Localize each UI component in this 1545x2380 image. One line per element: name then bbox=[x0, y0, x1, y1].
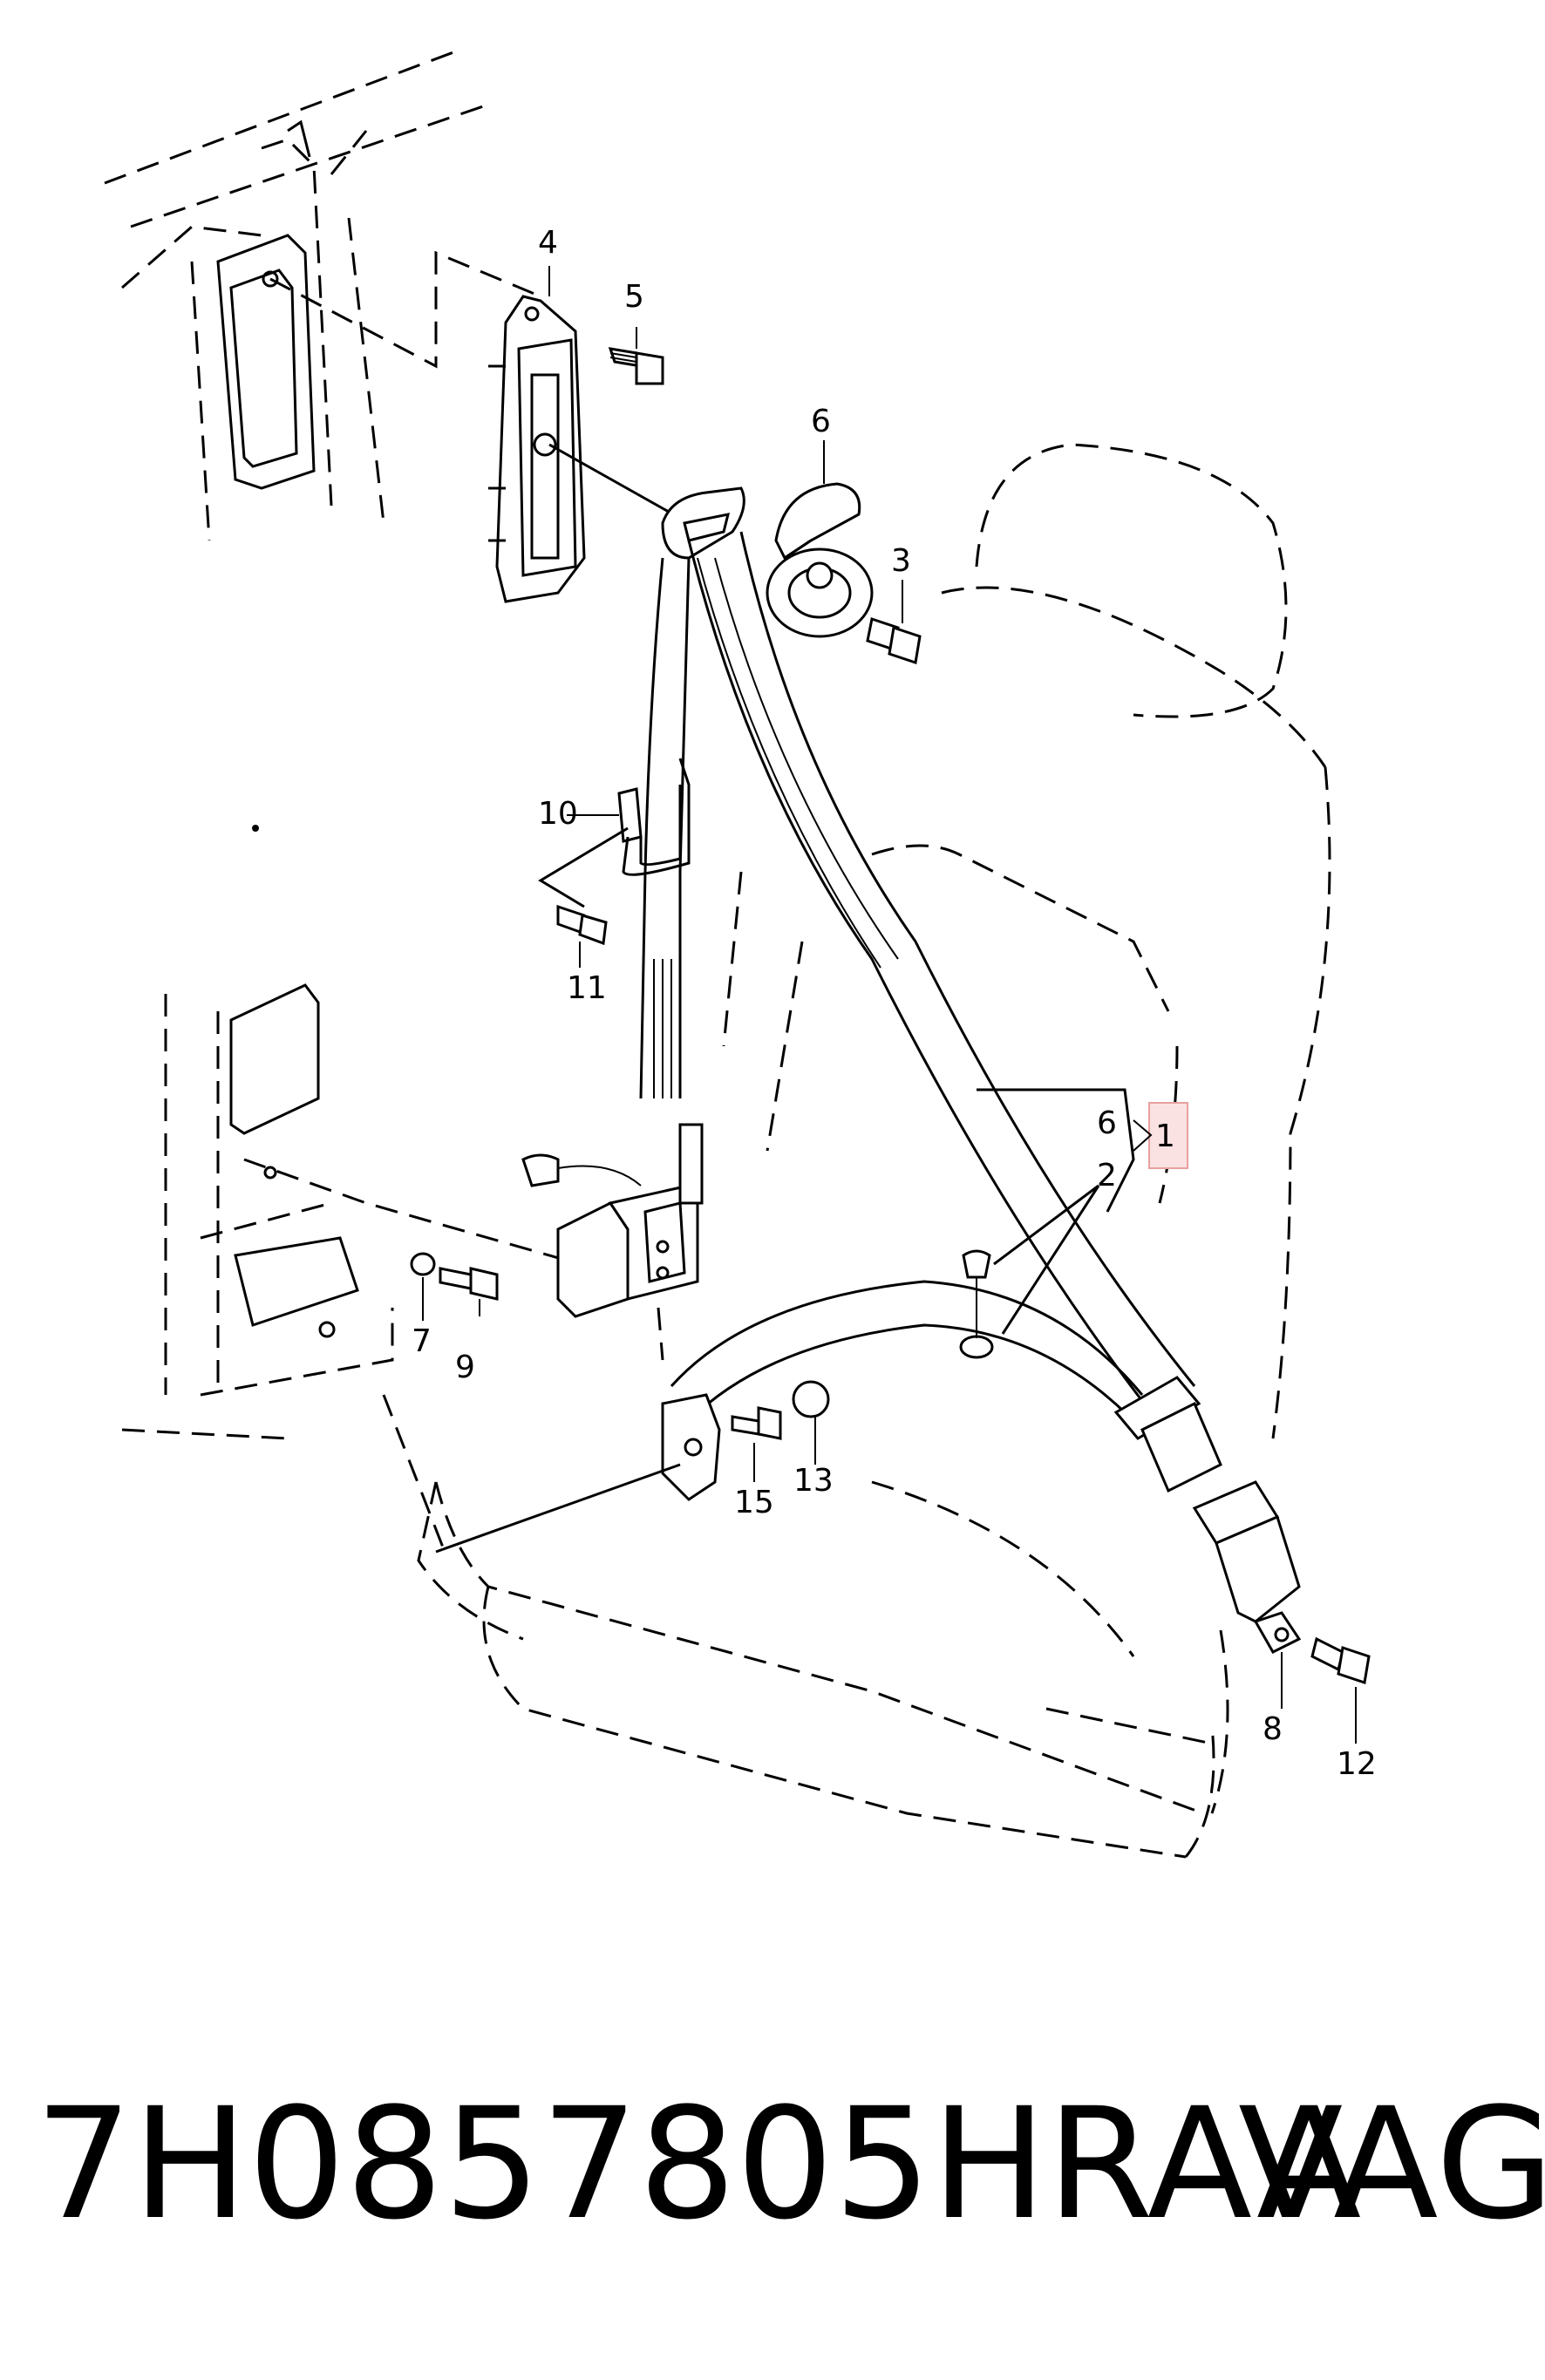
height-adjuster bbox=[488, 295, 586, 603]
belt-deflector-guide bbox=[661, 486, 745, 560]
guide-bracket-8 bbox=[617, 758, 691, 876]
callout-13: 13 bbox=[793, 1463, 834, 1499]
callout-7: 7 bbox=[412, 1323, 432, 1359]
brand-name: VAG bbox=[1238, 2075, 1545, 2254]
bolt-5 bbox=[608, 347, 664, 385]
lower-body-sill bbox=[121, 983, 672, 1440]
callout-6-top: 6 bbox=[811, 404, 831, 439]
screw-9 bbox=[556, 904, 608, 946]
rivet-2b bbox=[959, 1303, 994, 1359]
washer-7 bbox=[410, 1252, 436, 1276]
b-pillar-panel bbox=[104, 51, 489, 541]
callout-8: 10 bbox=[538, 796, 578, 832]
callout-leaders bbox=[422, 266, 1357, 1744]
lap-belt bbox=[670, 1280, 1144, 1423]
vertical-belt bbox=[639, 557, 691, 1099]
leader-rivets bbox=[993, 1184, 1100, 1335]
leader-bracket bbox=[538, 826, 629, 908]
rivet-2a bbox=[962, 1249, 991, 1303]
callout-3: 3 bbox=[891, 543, 911, 579]
anchor-plate bbox=[766, 547, 874, 638]
seat-outline bbox=[417, 443, 1331, 1859]
cap-13 bbox=[792, 1380, 830, 1418]
callout-6-side: 6 bbox=[1097, 1105, 1117, 1141]
footer: 7H0857805HRAA VAG bbox=[0, 2075, 1545, 2336]
shoulder-belt-strap bbox=[687, 531, 1196, 1413]
leader-floor-anchor bbox=[435, 1463, 681, 1554]
callout-1-highlight bbox=[1148, 1102, 1188, 1169]
callout-10: 9 bbox=[455, 1350, 475, 1385]
leader-callout-1 bbox=[977, 1088, 1135, 1213]
callout-1: 1 bbox=[1155, 1119, 1175, 1154]
bolt-10 bbox=[439, 1267, 499, 1301]
callout-1-arrow bbox=[1133, 1119, 1153, 1152]
callout-2: 2 bbox=[1097, 1158, 1117, 1193]
leader-pillar-adjuster bbox=[269, 250, 541, 369]
stray-dot bbox=[252, 825, 259, 832]
floor-anchor-plate bbox=[661, 1393, 721, 1501]
callout-5: 5 bbox=[624, 279, 644, 315]
belt-retractor bbox=[521, 1123, 704, 1361]
part-number: 7H0857805HRAA bbox=[35, 2075, 1362, 2254]
callout-11: 8 bbox=[1263, 1711, 1283, 1747]
belt-latch-plate bbox=[1113, 1376, 1222, 1493]
bolt-15 bbox=[731, 1406, 782, 1440]
trim-cap-6 bbox=[774, 482, 861, 561]
callout-9: 11 bbox=[567, 970, 607, 1006]
bolt-3 bbox=[866, 617, 922, 664]
callout-15: 15 bbox=[734, 1485, 774, 1520]
leader-sill bbox=[382, 1394, 446, 1553]
callout-12: 12 bbox=[1337, 1746, 1377, 1782]
callout-labels: 4 5 6 3 10 11 6 1 2 7 9 15 13 8 12 bbox=[412, 225, 1377, 1782]
seat-belt-buckle bbox=[1192, 1480, 1302, 1654]
callout-4: 4 bbox=[538, 225, 558, 261]
leader-adjuster-deflector bbox=[548, 443, 690, 525]
bolt-12 bbox=[1310, 1636, 1371, 1684]
